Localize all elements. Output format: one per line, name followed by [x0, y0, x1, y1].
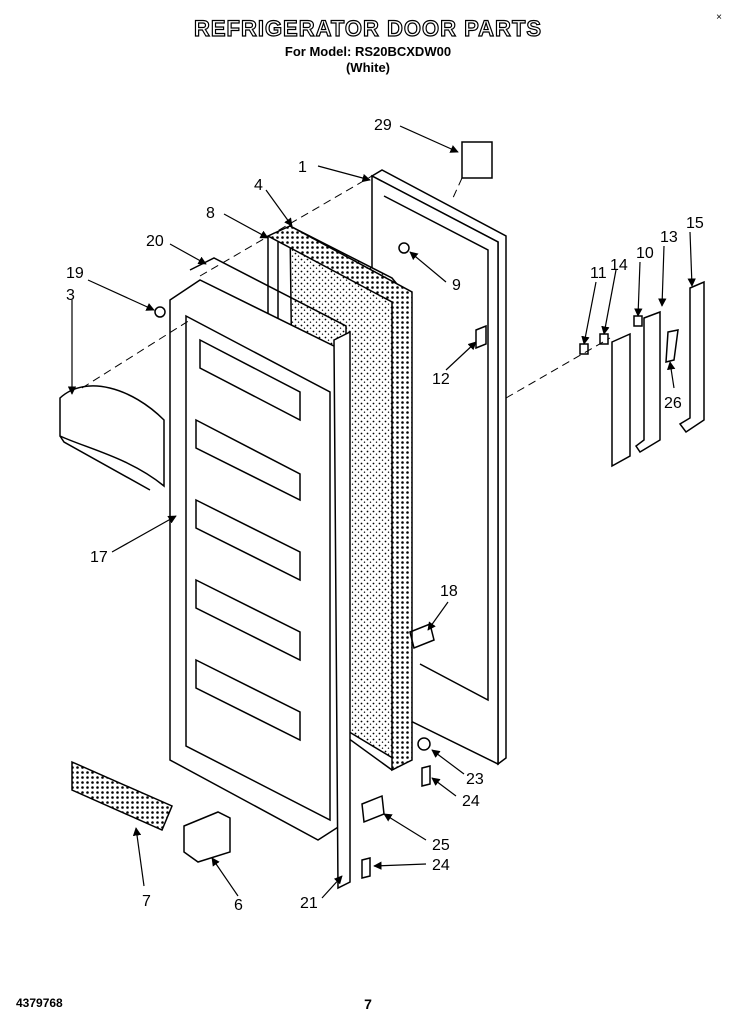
- callout-29: 29: [374, 117, 392, 134]
- inner-door-liner: [169, 257, 347, 841]
- callout-26: 26: [664, 395, 682, 412]
- callout-9: 9: [452, 277, 461, 294]
- callout-24-upper: 24: [462, 793, 480, 810]
- screw-9: [398, 242, 410, 254]
- callout-19: 19: [66, 265, 84, 282]
- callout-25: 25: [432, 837, 450, 854]
- screw-19: [154, 306, 166, 318]
- callout-14: 14: [610, 257, 628, 274]
- part-number: 4379768: [16, 996, 63, 1010]
- callout-1: 1: [298, 159, 307, 176]
- hinge-23: [417, 737, 431, 751]
- callout-12: 12: [432, 371, 450, 388]
- callout-13: 13: [660, 229, 678, 246]
- callout-6: 6: [234, 897, 243, 914]
- hinge-cover: [183, 811, 231, 863]
- screw-24-upper: [421, 765, 431, 787]
- callout-7: 7: [142, 893, 151, 910]
- breaker-strip: [333, 330, 351, 890]
- callout-8: 8: [206, 205, 215, 222]
- page-number: 7: [364, 996, 372, 1012]
- callout-23: 23: [466, 771, 484, 788]
- callout-4: 4: [254, 177, 263, 194]
- callout-3: 3: [66, 287, 75, 304]
- color-line: (White): [345, 60, 391, 75]
- kick-plate: [71, 760, 173, 831]
- model-line: For Model: RS20BCXDW00: [284, 44, 452, 59]
- callout-20: 20: [146, 233, 164, 250]
- page-title: REFRIGERATOR DOOR PARTS: [193, 15, 543, 41]
- hinge-bracket-25: [361, 794, 385, 824]
- callout-10: 10: [636, 245, 654, 262]
- cover-plate: [461, 141, 493, 179]
- corner-mark: ×: [716, 12, 722, 23]
- callout-17: 17: [90, 549, 108, 566]
- door-handle-parts: [579, 280, 705, 468]
- callout-15: 15: [686, 215, 704, 232]
- bracket-18: [409, 622, 435, 650]
- callout-11: 11: [590, 265, 607, 282]
- dairy-door: [59, 385, 165, 491]
- callout-18: 18: [440, 583, 458, 600]
- callout-21: 21: [300, 895, 318, 912]
- screw-24-lower: [361, 857, 371, 879]
- callout-24-lower: 24: [432, 857, 450, 874]
